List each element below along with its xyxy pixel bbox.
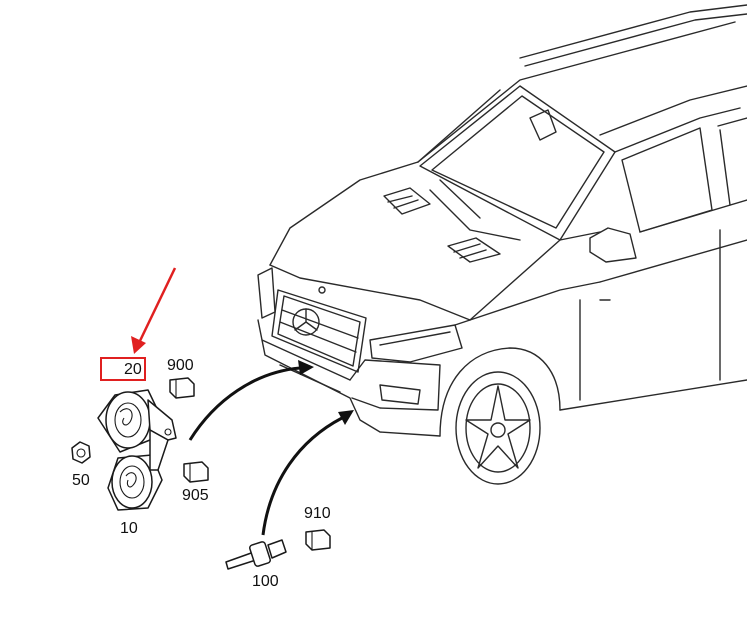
callout-50[interactable]: 50 <box>72 472 90 489</box>
callout-900[interactable]: 900 <box>167 357 194 374</box>
connector-900-part[interactable] <box>169 377 195 399</box>
vehicle-outline <box>257 4 747 485</box>
connector-905-part[interactable] <box>183 461 209 483</box>
nut-part[interactable] <box>71 441 91 464</box>
highlight-arrow <box>131 267 177 354</box>
callout-100[interactable]: 100 <box>252 573 279 590</box>
callout-10[interactable]: 10 <box>120 520 138 537</box>
highlight-box <box>100 357 146 381</box>
connector-910-part[interactable] <box>305 529 331 551</box>
horn-upper-part[interactable] <box>97 389 177 453</box>
sensor-100-part[interactable] <box>225 539 287 570</box>
assembly-arrows <box>188 360 354 536</box>
horn-lower-part[interactable] <box>107 429 169 511</box>
callout-905[interactable]: 905 <box>182 487 209 504</box>
callout-910[interactable]: 910 <box>304 505 331 522</box>
callout-20[interactable]: 20 <box>124 361 142 378</box>
